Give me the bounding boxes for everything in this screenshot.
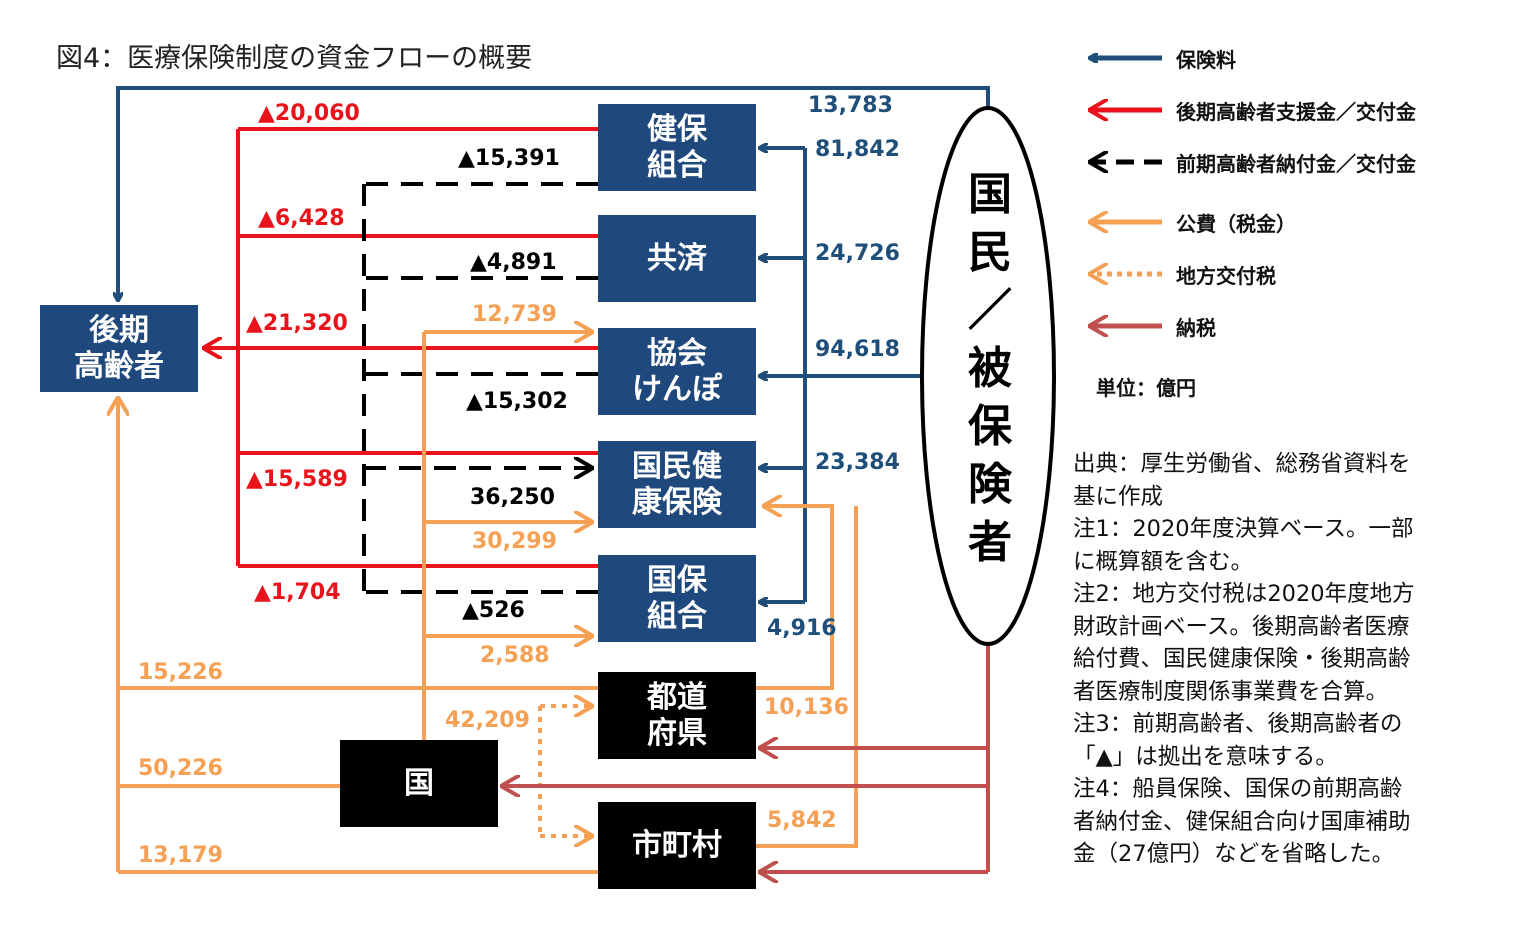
diagram-title: 図4：医療保険制度の資金フローの概要 [56, 43, 533, 74]
value-early-kenpo: ▲15,391 [458, 146, 560, 171]
note-4: 注4：船員保険、国保の前期高齢 者納付金、健保組合向け国庫補助 金（27億円）な… [1073, 776, 1411, 867]
legend-premium: 保険料 [1176, 48, 1236, 72]
node-prefecture: 都道 府県 [598, 672, 756, 759]
tax-flows [502, 646, 990, 872]
value-public-kumiai: 2,588 [480, 643, 550, 668]
legend-local-tax: 地方交付税 [1176, 264, 1276, 288]
value-public-elderly-state: 50,226 [138, 756, 223, 781]
value-premium-kyosai: 24,726 [815, 241, 900, 266]
local-tax-flows [538, 706, 592, 836]
pub-muni-kokuho [756, 506, 858, 848]
value-public-kokuho: 30,299 [472, 529, 557, 554]
note-source: 出典：厚生労働省、総務省資料を 基に作成 [1073, 451, 1411, 510]
premium-top-line [118, 86, 990, 300]
value-premium-kenpo: 81,842 [815, 137, 900, 162]
value-public-elderly-pref: 15,226 [138, 660, 223, 685]
value-public-elderly-muni: 13,179 [138, 843, 223, 868]
node-municipality: 市町村 [598, 802, 756, 889]
value-early-kumiai: ▲526 [462, 598, 525, 623]
late-support-flows [204, 127, 598, 568]
value-late-kyosai: ▲6,428 [258, 206, 345, 231]
node-kyosai: 共済 [598, 215, 756, 302]
pub-pref-kokuho [756, 506, 834, 690]
value-premium-kyokai: 94,618 [815, 337, 900, 362]
legend-late-support: 後期高齢者支援金／交付金 [1176, 100, 1416, 124]
value-premium-kumiai: 4,916 [767, 616, 837, 641]
unit-label: 単位：億円 [1096, 376, 1196, 400]
node-citizens-label: 国 民 ／ 被 保 険 者 [968, 169, 1012, 568]
node-kyokai-kenpo: 協会 けんぽ [598, 328, 756, 415]
value-premium-kokuho: 23,384 [815, 450, 900, 475]
value-late-total: ▲21,320 [246, 311, 348, 336]
notes-block: 出典：厚生労働省、総務省資料を 基に作成 注1：2020年度決算ベース。一部 に… [1073, 448, 1473, 871]
value-local-tax: 42,209 [445, 708, 530, 733]
value-early-kokuho: 36,250 [470, 485, 555, 510]
value-late-kumiai: ▲1,704 [254, 580, 341, 605]
value-top-premium: 13,783 [808, 93, 893, 118]
value-muni-kokuho: 5,842 [767, 808, 837, 833]
legend-public-funds: 公費（税金） [1176, 212, 1296, 236]
value-late-kokuho: ▲15,589 [246, 467, 348, 492]
public-fund-flows [118, 332, 858, 874]
legend-lines [1090, 58, 1162, 326]
node-state: 国 [340, 740, 498, 827]
early-elderly-flows [362, 182, 598, 594]
value-pref-kokuho: 10,136 [764, 695, 849, 720]
node-kokumin-kenko-hoken: 国民健 康保険 [598, 441, 756, 528]
node-elderly: 後期 高齢者 [40, 305, 198, 392]
value-late-kenpo: ▲20,060 [258, 101, 360, 126]
citizens-oval [920, 106, 1056, 646]
node-kenpo-kumiai: 健保 組合 [598, 104, 756, 191]
legend-early-elderly: 前期高齢者納付金／交付金 [1176, 152, 1416, 176]
node-kokuho-kumiai: 国保 組合 [598, 555, 756, 642]
value-early-kyosai: ▲4,891 [470, 250, 557, 275]
value-public-kyokai: 12,739 [472, 302, 557, 327]
note-2: 注2：地方交付税は2020年度地方 財政計画ベース。後期高齢者医療 給付費、国民… [1073, 581, 1415, 705]
legend-tax: 納税 [1176, 316, 1216, 340]
premium-flows [118, 86, 990, 602]
value-early-kyokai: ▲15,302 [466, 389, 568, 414]
note-3: 注3：前期高齢者、後期高齢者の 「▲」は拠出を意味する。 [1073, 711, 1403, 770]
note-1: 注1：2020年度決算ベース。一部 に概算額を含む。 [1073, 516, 1414, 575]
